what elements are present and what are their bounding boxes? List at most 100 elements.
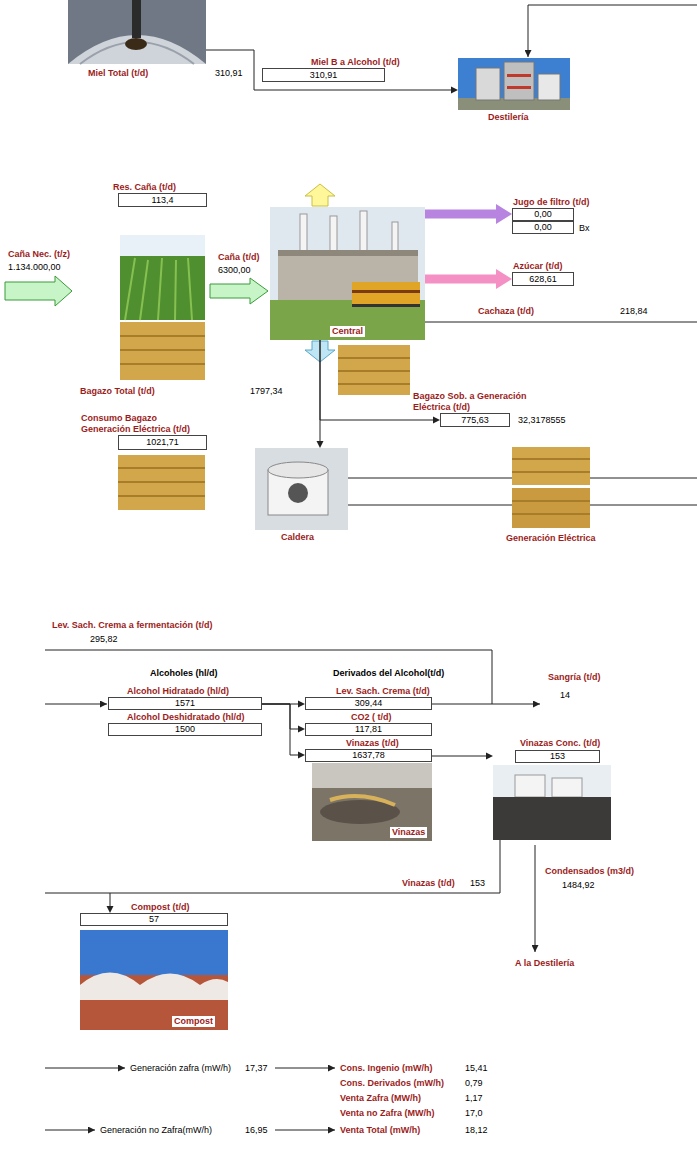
- sugar-mill-picture: [352, 304, 420, 307]
- label-slot: Condensados (m3/d): [545, 866, 634, 877]
- sugar-mill-picture: [270, 207, 425, 340]
- value-label: 6300,00: [218, 265, 251, 276]
- flow-arrow: [262, 704, 298, 729]
- value-box: Miel B a Alcohol (t/d)310,91: [262, 68, 385, 82]
- sugar-mill-picture: [278, 250, 418, 256]
- node-label: Destilería: [488, 112, 529, 123]
- flow-lines: [275, 1130, 335, 1131]
- distillery-picture: [458, 58, 570, 110]
- node-label: Vinazas: [390, 827, 427, 838]
- bagasse-picture: [118, 468, 205, 496]
- value-label: Cachaza (t/d): [478, 306, 534, 317]
- node-label: Compost: [172, 1016, 215, 1027]
- value-label: 295,82: [90, 634, 118, 645]
- text-slot: Alcohol Deshidratado (hl/d): [127, 712, 245, 723]
- distillery-picture: [507, 86, 531, 89]
- boiler-picture: [268, 462, 328, 478]
- unit-text: Bx: [579, 223, 590, 234]
- sugar-mill-picture: [352, 282, 420, 304]
- bagasse-picture: [118, 455, 205, 510]
- value-box: Lev. Sach. Crema (t/d)309,44: [305, 697, 432, 710]
- flow-arrow: [206, 50, 451, 90]
- label-slot: Generación no Zafra(mW/h): [100, 1125, 212, 1136]
- flow-lines: [432, 704, 540, 705]
- value-text: 113,4: [152, 195, 174, 206]
- power-plant-picture: [512, 488, 590, 528]
- value-label: Generación zafra (mW/h): [130, 1063, 231, 1074]
- node-label: Azúcar (t/d): [513, 261, 563, 272]
- block-arrows: [305, 184, 335, 206]
- sugar-mill-picture: [352, 290, 420, 293]
- compost-picture: [80, 973, 228, 1001]
- value-text: 153: [550, 751, 565, 762]
- flow-arrow: [262, 704, 298, 755]
- block-arrow: [425, 275, 496, 284]
- block-arrows: [5, 184, 335, 362]
- flow-lines: [590, 478, 697, 479]
- value-box: Bagazo Sob. a Generación Eléctrica (t/d)…: [440, 413, 510, 427]
- text-slot: 310,91: [215, 68, 243, 79]
- value-label: A la Destilería: [515, 958, 574, 969]
- label-slot: 295,82: [90, 634, 118, 645]
- value-text: 310,91: [215, 68, 243, 79]
- node-label: Lev. Sach. Crema (t/d): [336, 686, 430, 697]
- value-box: Azúcar (t/d)628,61: [512, 272, 574, 286]
- label-slot: Sangría (t/d): [548, 672, 601, 683]
- text-slot: Alcohol Hidratado (hl/d): [127, 686, 229, 697]
- text-slot: Compost: [172, 1016, 215, 1027]
- node-label: Res. Caña (t/d): [113, 182, 176, 193]
- value-label: Lev. Sach. Crema a fermentación (t/d): [52, 620, 212, 631]
- label-slot: 17,0: [465, 1108, 483, 1119]
- value-text: 309,44: [355, 698, 383, 709]
- flow-lines: [45, 5, 697, 1130]
- node-label: Miel Total (t/d): [88, 68, 148, 79]
- boiler-picture: [288, 483, 308, 503]
- value-label: Derivados del Alcohol(t/d): [333, 668, 444, 679]
- text-slot: Vinazas Conc. (t/d): [520, 738, 600, 749]
- value-label: Venta no Zafra (MW/h): [340, 1108, 435, 1119]
- sugar-mill-picture: [270, 300, 425, 340]
- value-text: 57: [149, 914, 159, 925]
- text-slot: Vinazas: [390, 827, 427, 838]
- distillery-picture: [476, 68, 500, 100]
- value-text: 310,91: [310, 70, 338, 81]
- value-label: 16,95: [245, 1125, 268, 1136]
- node-label: Vinazas (t/d): [346, 738, 399, 749]
- value-text: 117,81: [355, 724, 382, 735]
- vinasse-concentrate-picture: [493, 765, 611, 840]
- text-slot: Miel B a Alcohol (t/d): [311, 57, 400, 68]
- label-slot: Cachaza (t/d): [478, 306, 534, 317]
- label-slot: 0,79: [465, 1078, 483, 1089]
- value-label: 153: [470, 878, 485, 889]
- compost-picture: [80, 930, 228, 1030]
- flow-arrow: [432, 756, 486, 757]
- text-slot: Bagazo Sob. a Generación Eléctrica (t/d): [413, 391, 545, 413]
- node-label: Caldera: [281, 532, 314, 543]
- label-slot: Caña (t/d): [218, 252, 260, 263]
- molasses-tank-picture: [68, 0, 206, 64]
- node-label: Consumo Bagazo Generación Eléctrica (t/d…: [81, 413, 199, 435]
- node-label: Alcohol Hidratado (hl/d): [127, 686, 229, 697]
- label-slot: 18,12: [465, 1125, 488, 1136]
- boiler-picture: [255, 448, 348, 530]
- label-slot: 16,95: [245, 1125, 268, 1136]
- value-label: Generación no Zafra(mW/h): [100, 1125, 212, 1136]
- text-slot: Destilería: [488, 112, 529, 123]
- text-slot: Compost (t/d): [131, 902, 190, 913]
- bagasse-picture: [120, 322, 205, 380]
- label-slot: Venta no Zafra (MW/h): [340, 1108, 435, 1119]
- node-label: CO2 ( t/d): [351, 712, 392, 723]
- distillery-picture: [458, 58, 570, 110]
- block-arrows: [210, 278, 268, 304]
- value-label: 17,0: [465, 1108, 483, 1119]
- text-slot: Lev. Sach. Crema (t/d): [336, 686, 430, 697]
- compost-picture: [80, 930, 228, 1030]
- label-slot: 32,3178555: [518, 415, 566, 426]
- vinasse-concentrate-picture: [493, 765, 611, 840]
- node-label: Vinazas Conc. (t/d): [520, 738, 600, 749]
- node-label: Jugo de filtro (t/d): [513, 197, 590, 208]
- value-text: 1021,71: [146, 437, 179, 448]
- value-label: Caña (t/d): [218, 252, 260, 263]
- power-plant-picture: [512, 459, 590, 472]
